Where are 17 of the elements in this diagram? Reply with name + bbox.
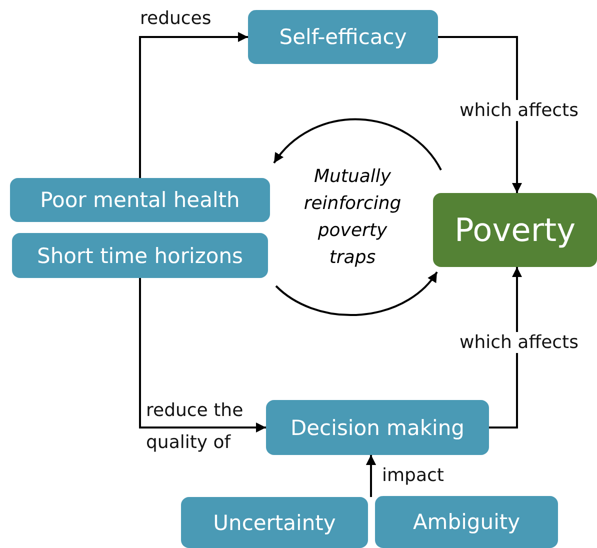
process-box: Short time horizons [12, 233, 268, 278]
edge-label: which affects [458, 100, 580, 121]
process-box: Poverty [433, 193, 597, 267]
process-box: Uncertainty [181, 497, 368, 548]
process-box: Ambiguity [375, 496, 558, 548]
edge-label: which affects [458, 332, 580, 353]
arrow [139, 32, 248, 178]
process-box: Self-efficacy [248, 10, 438, 64]
edge-label: reduce the quality of [146, 399, 244, 455]
arrow [438, 36, 522, 193]
process-box: Decision making [266, 400, 489, 455]
edge-label: impact [382, 465, 444, 486]
edge-label: reduces [140, 8, 212, 29]
arrow [489, 267, 522, 428]
process-box: Poor mental health [10, 178, 270, 222]
cycle-label: Mutually reinforcing poverty traps [302, 165, 402, 270]
arrow [139, 278, 266, 432]
